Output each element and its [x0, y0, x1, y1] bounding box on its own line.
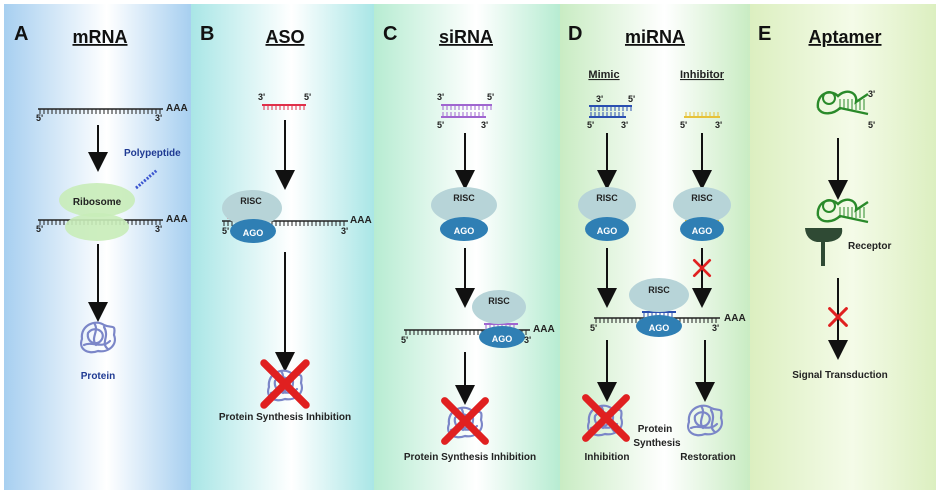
d-risc-inhib: RISC	[691, 193, 713, 203]
d-3-mrna: 3'	[712, 323, 719, 333]
panel-letter-c: C	[383, 23, 397, 45]
d-risc-center: RISC	[648, 285, 670, 295]
protein-icon	[80, 321, 116, 354]
risc-ago-complex-icon	[578, 187, 731, 241]
b-aaa-label: AAA	[350, 215, 372, 226]
panel-letter-a: A	[14, 23, 28, 45]
red-x-icon	[582, 394, 630, 442]
signal-transduction-label: Signal Transduction	[792, 370, 888, 381]
mirna-mimic-strand	[589, 112, 626, 118]
ribosome-icon	[59, 183, 135, 241]
a-aaa-top: AAA	[166, 103, 188, 114]
c-3-mrna: 3'	[524, 335, 531, 345]
red-x-icon	[441, 397, 489, 445]
sirna-antisense-strand	[441, 112, 486, 118]
d-5-top: 5'	[628, 94, 635, 104]
e-3-label: 3'	[868, 89, 875, 99]
b-psi-label: Protein Synthesis Inhibition	[219, 412, 351, 423]
inhibitor-strand	[684, 112, 720, 118]
mirna-mimic-strand	[589, 105, 632, 111]
d-5-bottom: 5'	[587, 120, 594, 130]
red-x-icon	[260, 359, 310, 409]
c-risc-label: RISC	[453, 193, 475, 203]
red-x-icon	[692, 258, 712, 278]
c-aaa-label: AAA	[533, 324, 555, 335]
polypeptide-chain	[135, 168, 159, 190]
d-inh-5: 5'	[680, 120, 687, 130]
risc-ago-complex-icon	[629, 278, 689, 337]
b-3-mrna: 3'	[341, 226, 348, 236]
b-ago-label: AGO	[243, 228, 264, 238]
panel-e-bg	[750, 4, 936, 490]
d-ago-inhib: AGO	[692, 226, 713, 236]
e-5-label: 5'	[868, 120, 875, 130]
b-5-label: 5'	[304, 92, 311, 102]
b-risc-label: RISC	[240, 196, 262, 206]
inhibitor-label: Inhibitor	[680, 69, 725, 81]
panel-b-bg	[191, 4, 374, 490]
c-3-bottom: 3'	[481, 120, 488, 130]
d-3-top: 3'	[596, 94, 603, 104]
red-x-icon	[828, 307, 848, 327]
d-ago-mimic: AGO	[597, 226, 618, 236]
risc-ago-complex-icon	[222, 190, 282, 243]
d-inhibition-label: Inhibition	[585, 452, 630, 463]
risc-ago-complex-icon	[431, 187, 497, 241]
panel-letter-d: D	[568, 23, 582, 45]
d-5-mrna: 5'	[590, 323, 597, 333]
panel-title-d: miRNA	[625, 27, 685, 47]
c-5-mrna: 5'	[401, 335, 408, 345]
protein-label: Protein	[81, 371, 115, 382]
mimic-label: Mimic	[588, 69, 619, 81]
a-5-bottom: 5'	[36, 224, 43, 234]
c-risc2-label: RISC	[488, 296, 510, 306]
ribosome-label: Ribosome	[73, 197, 122, 208]
d-inh-3: 3'	[715, 120, 722, 130]
aptamer-hairpin-icon	[816, 198, 869, 224]
b-3-label: 3'	[258, 92, 265, 102]
receptor-icon	[805, 228, 843, 266]
a-3-top: 3'	[155, 113, 162, 123]
b-5-mrna: 5'	[222, 226, 229, 236]
d-restoration-label: Restoration	[680, 452, 736, 463]
receptor-label: Receptor	[848, 241, 891, 252]
d-aaa-label: AAA	[724, 313, 746, 324]
c-5-top: 5'	[487, 92, 494, 102]
c-3-top: 3'	[437, 92, 444, 102]
protein-icon	[687, 404, 723, 437]
a-aaa-bottom: AAA	[166, 214, 188, 225]
polypeptide-label: Polypeptide	[124, 148, 181, 159]
sirna-sense-strand	[441, 104, 492, 110]
panel-letter-b: B	[200, 23, 214, 45]
mrna-strand	[38, 108, 163, 114]
c-ago-label: AGO	[454, 226, 475, 236]
a-3-bottom: 3'	[155, 224, 162, 234]
aptamer-hairpin-icon	[816, 90, 869, 116]
panel-letter-e: E	[758, 23, 771, 45]
d-ago-center: AGO	[649, 323, 670, 333]
a-5-top: 5'	[36, 113, 43, 123]
risc-ago-complex-icon	[472, 290, 526, 348]
d-3-bottom: 3'	[621, 120, 628, 130]
c-5-bottom: 5'	[437, 120, 444, 130]
panel-title-b: ASO	[265, 27, 304, 47]
c-ago2-label: AGO	[492, 334, 513, 344]
d-risc-mimic: RISC	[596, 193, 618, 203]
d-protein-word: Protein	[638, 424, 672, 435]
panel-title-e: Aptamer	[808, 27, 881, 47]
panel-title-a: mRNA	[72, 27, 127, 47]
panel-title-c: siRNA	[439, 27, 493, 47]
d-synthesis-word: Synthesis	[633, 438, 681, 449]
aso-strand	[262, 104, 306, 110]
c-psi-label: Protein Synthesis Inhibition	[404, 452, 536, 463]
